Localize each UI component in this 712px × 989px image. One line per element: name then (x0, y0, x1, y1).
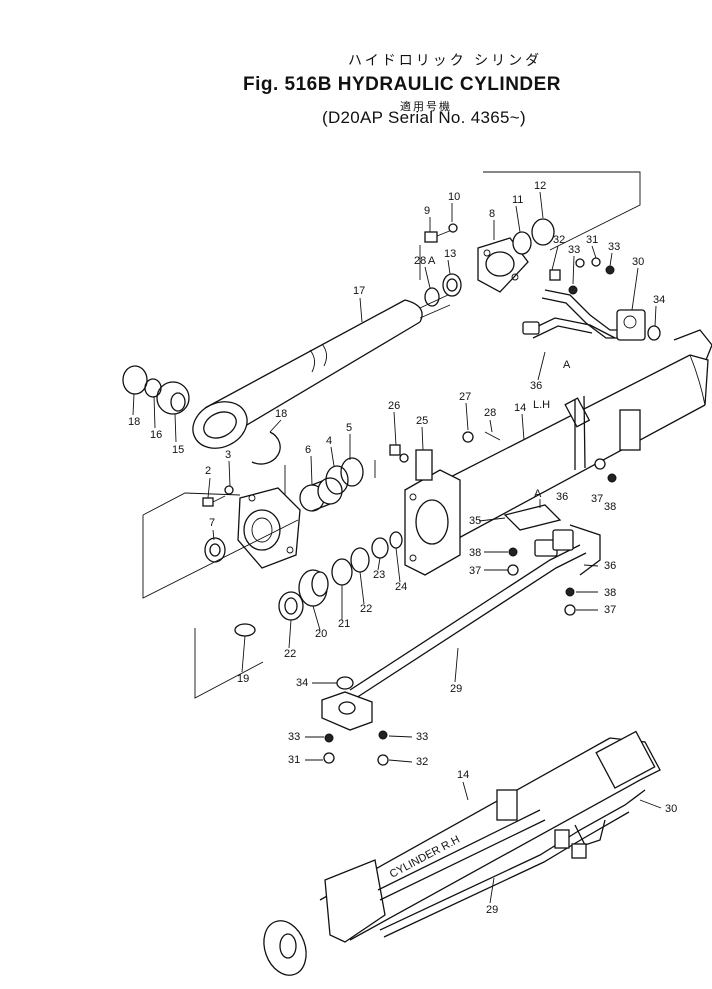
callout-18a: 18 (128, 416, 140, 428)
callout-29b: 29 (486, 904, 498, 916)
callout-17: 17 (353, 285, 365, 297)
callout-38c: 38 (604, 501, 616, 513)
bottom-seal (204, 537, 226, 563)
leader-lines (132, 191, 662, 904)
seal-rings-upper (325, 457, 364, 495)
side-a-3: A (534, 488, 542, 500)
piston-assembly (278, 531, 403, 621)
callout-38b: 38 (604, 587, 616, 599)
callout-19: 19 (237, 673, 249, 685)
callout-16: 16 (150, 429, 162, 441)
callout-37b: 37 (604, 604, 616, 616)
callout-37c: 37 (591, 493, 603, 505)
callout-34b: 34 (296, 677, 308, 689)
side-a-1: A (428, 255, 436, 267)
callout-11: 11 (512, 194, 523, 206)
callout-8: 8 (489, 208, 495, 220)
callout-23: 23 (373, 569, 385, 581)
callout-36b: 36 (556, 491, 568, 503)
callout-7: 7 (209, 517, 215, 529)
clamp-hardware (389, 257, 661, 616)
piston-rod (192, 294, 451, 449)
callout-14a: 14 (514, 402, 526, 414)
cover-bolt (424, 223, 458, 243)
callout-33c: 33 (288, 731, 300, 743)
head-flange (404, 449, 461, 576)
japanese-title: ハイドロリック シリンダ (348, 53, 543, 69)
callout-28: 28 (484, 407, 496, 419)
rh-cylinder-label: CYLINDER R.H (388, 834, 462, 881)
cylinder-tube-lh (424, 329, 712, 541)
snap-ring-right (251, 431, 281, 465)
callout-29a: 29 (450, 683, 462, 695)
callout-15: 15 (172, 444, 184, 456)
small-bolts (202, 485, 234, 507)
figure-title: Fig. 516B HYDRAULIC CYLINDER (243, 74, 562, 95)
pipe-flange-lower (321, 676, 373, 731)
callout-20: 20 (315, 628, 327, 640)
callout-18b: 18 (275, 408, 287, 420)
callout-36c: 36 (604, 560, 616, 572)
hydraulic-piping (349, 289, 646, 699)
callout-9: 9 (424, 205, 430, 217)
callout-24: 24 (395, 581, 407, 593)
callout-labels: 9 10 8 11 12 13 28 A 32 33 31 33 30 34 1… (128, 180, 677, 916)
washer (234, 623, 256, 637)
callout-21: 21 (338, 618, 350, 630)
callout-30b: 30 (665, 803, 677, 815)
callout-32b: 32 (416, 756, 428, 768)
callout-31a: 31 (586, 234, 598, 246)
callout-4: 4 (326, 435, 332, 447)
side-a-2: A (563, 359, 571, 371)
callout-10: 10 (448, 191, 460, 203)
callout-3: 3 (225, 449, 231, 461)
lh-label: L.H (533, 399, 550, 411)
callout-28A: 28 (414, 255, 426, 267)
callout-31b: 31 (288, 754, 300, 766)
callout-33b: 33 (608, 241, 620, 253)
callout-27: 27 (459, 391, 471, 403)
callout-22b: 22 (284, 648, 296, 660)
callout-33a: 33 (568, 244, 580, 256)
callout-37a: 37 (469, 565, 481, 577)
callout-32a: 32 (553, 234, 565, 246)
snap-ring-left (122, 365, 162, 398)
callout-25: 25 (416, 415, 428, 427)
callout-2: 2 (205, 465, 211, 477)
flange-bolts-lower (323, 730, 389, 766)
spherical-bushing (156, 381, 190, 415)
callout-12: 12 (534, 180, 546, 192)
callout-33d: 33 (416, 731, 428, 743)
callout-38a: 38 (469, 547, 481, 559)
callout-36a: 36 (530, 380, 542, 392)
callout-13: 13 (444, 248, 456, 260)
bottom-cover (237, 487, 301, 569)
callout-14b: 14 (457, 769, 469, 781)
callout-6: 6 (305, 444, 311, 456)
callout-30a: 30 (632, 256, 644, 268)
rod-seal-rings (424, 218, 555, 307)
callout-26: 26 (388, 400, 400, 412)
title-block: ハイドロリック シリンダ Fig. 516B HYDRAULIC CYLINDE… (0, 0, 712, 140)
japanese-applicable-label: 適用号機 (400, 100, 452, 113)
callout-34a: 34 (653, 294, 665, 306)
callout-5: 5 (346, 422, 352, 434)
callout-35: 35 (469, 515, 481, 527)
callout-22a: 22 (360, 603, 372, 615)
exploded-group-lines (142, 171, 641, 699)
assembled-cylinder-view (263, 730, 661, 976)
serial-applicability: (D20AP Serial No. 4365~) (322, 108, 526, 127)
